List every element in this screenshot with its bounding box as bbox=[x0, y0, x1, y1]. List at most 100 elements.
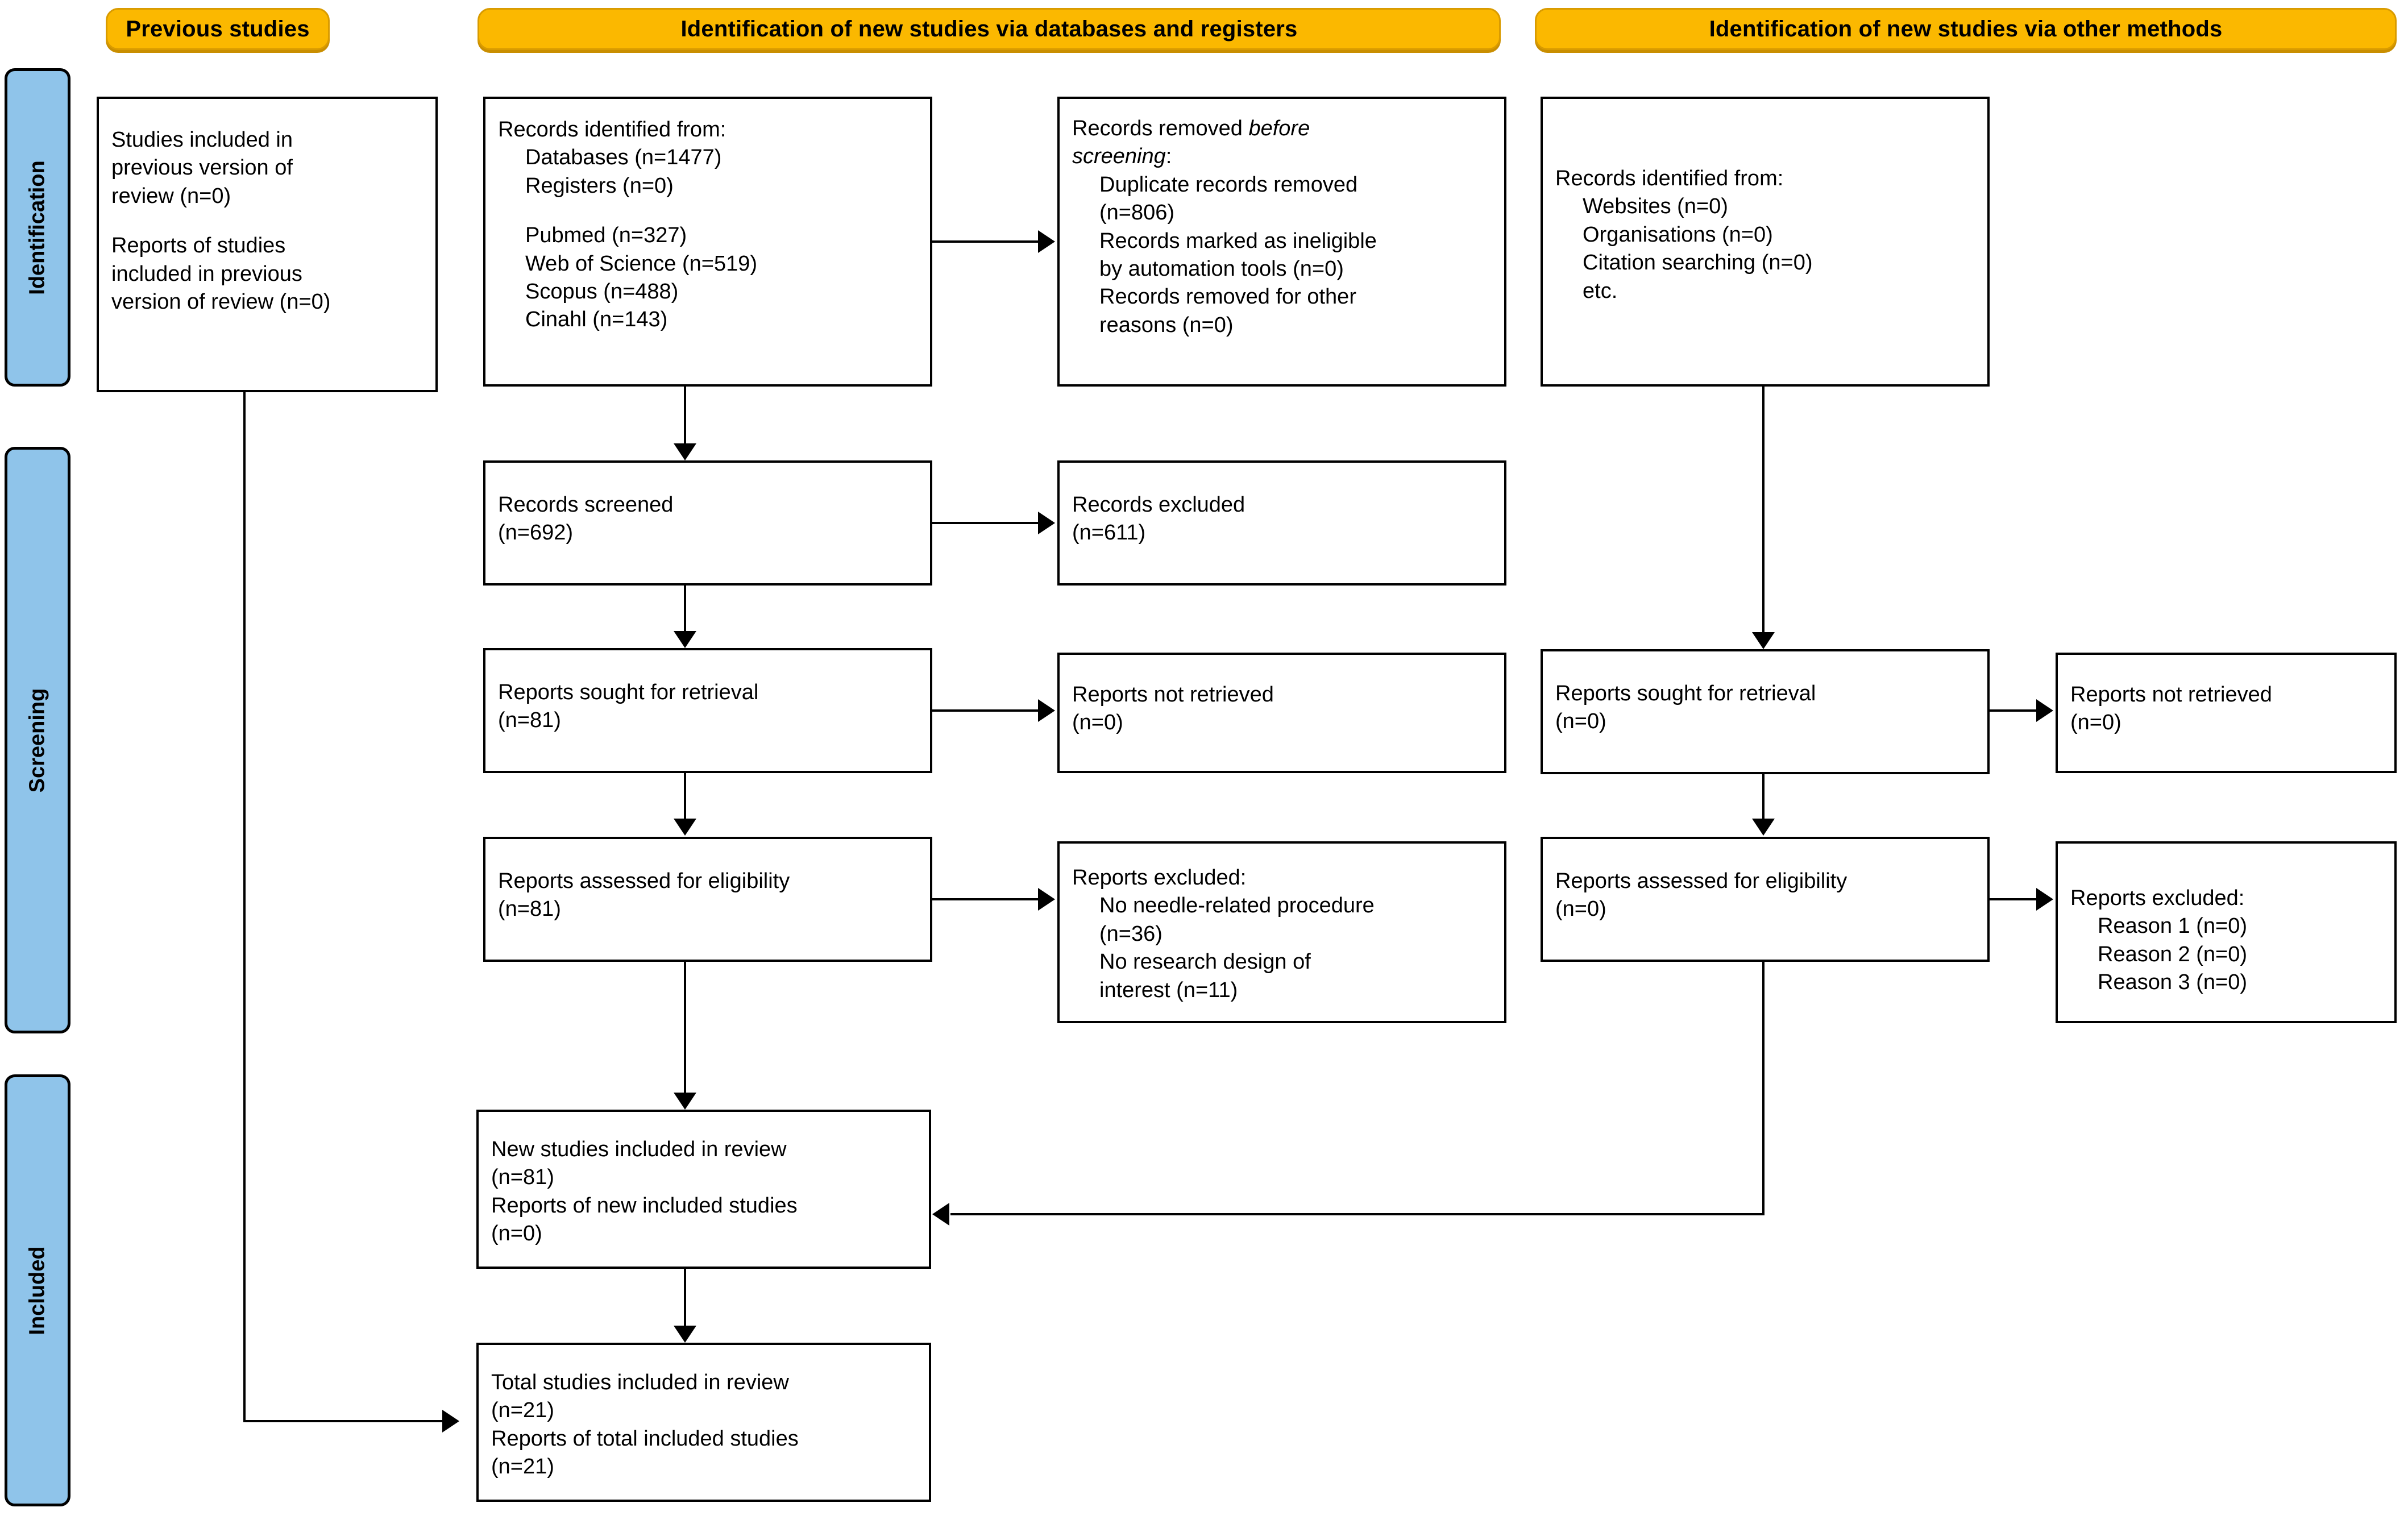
arrow-assessed-to-excluded-db bbox=[1038, 888, 1055, 911]
box-previous-studies: Studies included in previous version of … bbox=[97, 97, 438, 392]
reports-not-retrieved-db-label: Reports not retrieved bbox=[1072, 683, 1274, 707]
reports-excluded-db-reason-1: No needle-related procedure bbox=[1099, 894, 1375, 918]
connector-assessed-to-new-studies bbox=[684, 962, 686, 1093]
reports-excluded-db-reason-2: No research design of bbox=[1099, 950, 1311, 974]
total-studies-included-label: Total studies included in review bbox=[491, 1371, 789, 1394]
new-studies-included-label: New studies included in review bbox=[491, 1137, 787, 1161]
box-reports-sought-other: Reports sought for retrieval (n=0) bbox=[1541, 649, 1990, 774]
box-records-removed-before-screening: Records removed before screening: Duplic… bbox=[1057, 97, 1506, 387]
connector-new-to-total bbox=[684, 1269, 686, 1326]
connector-previous-to-total-horizontal bbox=[243, 1420, 442, 1422]
previous-studies-line-3: review (n=0) bbox=[111, 184, 231, 208]
records-identified-other-etc: etc. bbox=[1583, 279, 1618, 303]
records-identified-wos-count: Web of Science (n=519) bbox=[525, 251, 758, 276]
records-removed-duplicates-count: (n=806) bbox=[1099, 201, 1175, 225]
reports-sought-other-count: (n=0) bbox=[1555, 709, 1606, 734]
records-excluded-count: (n=611) bbox=[1072, 521, 1146, 545]
records-removed-automation-count: by automation tools (n=0) bbox=[1099, 256, 1344, 281]
records-removed-header-emphasis-2: screening bbox=[1072, 144, 1166, 169]
arrow-sought-to-assessed-db bbox=[674, 819, 696, 836]
connector-assessed-to-excluded-other bbox=[1990, 898, 2036, 900]
reports-not-retrieved-other-label: Reports not retrieved bbox=[2070, 683, 2272, 707]
records-identified-cinahl-count: Cinahl (n=143) bbox=[525, 308, 668, 332]
box-reports-not-retrieved-databases: Reports not retrieved (n=0) bbox=[1057, 653, 1506, 773]
records-removed-other-count: reasons (n=0) bbox=[1099, 313, 1234, 337]
previous-studies-line-2: previous version of bbox=[111, 156, 293, 180]
connector-screened-to-sought bbox=[684, 586, 686, 631]
banner-previous-studies-label: Previous studies bbox=[126, 16, 310, 41]
records-screened-label: Records screened bbox=[498, 493, 674, 517]
connector-sought-to-not-retrieved-db bbox=[932, 709, 1038, 712]
arrow-screened-to-excluded bbox=[1038, 512, 1055, 534]
reports-sought-db-label: Reports sought for retrieval bbox=[498, 680, 759, 704]
connector-sought-to-assessed-other bbox=[1762, 774, 1765, 819]
arrow-assessed-to-excluded-other bbox=[2036, 888, 2053, 911]
box-records-identified-databases: Records identified from: Databases (n=14… bbox=[483, 97, 932, 387]
banner-identification-other-label: Identification of new studies via other … bbox=[1709, 16, 2223, 41]
reports-assessed-other-label: Reports assessed for eligibility bbox=[1555, 869, 1847, 893]
new-studies-included-count: (n=81) bbox=[491, 1165, 554, 1190]
records-identified-scopus-count: Scopus (n=488) bbox=[525, 279, 679, 304]
records-removed-automation: Records marked as ineligible bbox=[1099, 229, 1377, 253]
arrow-other-to-new-studies bbox=[932, 1203, 949, 1226]
reports-assessed-db-label: Reports assessed for eligibility bbox=[498, 869, 790, 893]
new-studies-reports-label: Reports of new included studies bbox=[491, 1193, 798, 1218]
box-reports-sought-databases: Reports sought for retrieval (n=81) bbox=[483, 648, 932, 773]
reports-not-retrieved-db-count: (n=0) bbox=[1072, 711, 1123, 735]
stage-bar-screening-label: Screening bbox=[25, 688, 49, 792]
reports-sought-db-count: (n=81) bbox=[498, 708, 561, 733]
reports-excluded-other-reason-1: Reason 1 (n=0) bbox=[2098, 914, 2247, 939]
arrow-sought-to-not-retrieved-db bbox=[1038, 699, 1055, 722]
records-removed-header-colon: : bbox=[1165, 144, 1172, 169]
reports-assessed-other-count: (n=0) bbox=[1555, 897, 1606, 921]
reports-excluded-other-header: Reports excluded: bbox=[2070, 886, 2245, 910]
box-reports-assessed-other: Reports assessed for eligibility (n=0) bbox=[1541, 837, 1990, 962]
records-identified-other-organisations: Organisations (n=0) bbox=[1583, 222, 1773, 247]
arrow-assessed-to-new-studies bbox=[674, 1093, 696, 1110]
records-removed-header-2: screening: bbox=[1072, 143, 1493, 171]
box-records-identified-other: Records identified from: Websites (n=0) … bbox=[1541, 97, 1990, 387]
connector-identified-to-removed bbox=[932, 240, 1038, 243]
arrow-other-identified-to-sought bbox=[1752, 632, 1775, 649]
reports-excluded-other-reason-2: Reason 2 (n=0) bbox=[2098, 942, 2247, 966]
arrow-identified-to-removed bbox=[1038, 230, 1055, 253]
reports-excluded-db-reason-1-count: (n=36) bbox=[1099, 921, 1163, 946]
connector-screened-to-excluded bbox=[932, 522, 1038, 524]
new-studies-reports-count: (n=0) bbox=[491, 1222, 542, 1246]
records-identified-databases-count: Databases (n=1477) bbox=[525, 146, 722, 170]
box-reports-excluded-databases: Reports excluded: No needle-related proc… bbox=[1057, 841, 1506, 1023]
arrow-previous-to-total bbox=[442, 1410, 459, 1432]
connector-other-to-new-vertical bbox=[1762, 962, 1765, 1215]
banner-previous-studies: Previous studies bbox=[106, 8, 330, 50]
box-records-screened: Records screened (n=692) bbox=[483, 460, 932, 586]
connector-identified-to-screened bbox=[684, 387, 686, 443]
records-excluded-label: Records excluded bbox=[1072, 493, 1245, 517]
box-reports-assessed-databases: Reports assessed for eligibility (n=81) bbox=[483, 837, 932, 962]
records-removed-header-text: Records removed bbox=[1072, 117, 1249, 140]
reports-assessed-db-count: (n=81) bbox=[498, 897, 561, 921]
stage-bar-included-label: Included bbox=[25, 1245, 49, 1335]
connector-assessed-to-excluded-db bbox=[932, 898, 1038, 900]
records-removed-header: Records removed before bbox=[1072, 115, 1493, 143]
records-removed-header-emphasis: before bbox=[1248, 117, 1310, 140]
connector-sought-to-assessed-db bbox=[684, 773, 686, 819]
total-studies-included-count: (n=21) bbox=[491, 1398, 554, 1423]
previous-studies-line-1: Studies included in bbox=[111, 128, 293, 152]
connector-other-identified-to-sought bbox=[1762, 387, 1765, 632]
box-reports-not-retrieved-other: Reports not retrieved (n=0) bbox=[2056, 653, 2397, 773]
arrow-sought-to-not-retrieved-other bbox=[2036, 699, 2053, 722]
records-identified-other-websites: Websites (n=0) bbox=[1583, 194, 1728, 219]
total-studies-reports-label: Reports of total included studies bbox=[491, 1426, 799, 1451]
records-identified-other-header: Records identified from: bbox=[1555, 167, 1784, 190]
arrow-identified-to-screened bbox=[674, 443, 696, 460]
connector-other-to-new-horizontal bbox=[950, 1213, 1765, 1215]
arrow-sought-to-assessed-other bbox=[1752, 819, 1775, 836]
previous-studies-line-4: Reports of studies bbox=[111, 234, 286, 258]
box-records-excluded: Records excluded (n=611) bbox=[1057, 460, 1506, 586]
previous-studies-line-5: included in previous bbox=[111, 261, 302, 286]
records-removed-duplicates: Duplicate records removed bbox=[1099, 172, 1358, 197]
reports-excluded-db-header: Reports excluded: bbox=[1072, 866, 1247, 890]
banner-identification-databases-label: Identification of new studies via databa… bbox=[680, 16, 1298, 41]
reports-excluded-db-reason-2-count: interest (n=11) bbox=[1099, 978, 1238, 1002]
